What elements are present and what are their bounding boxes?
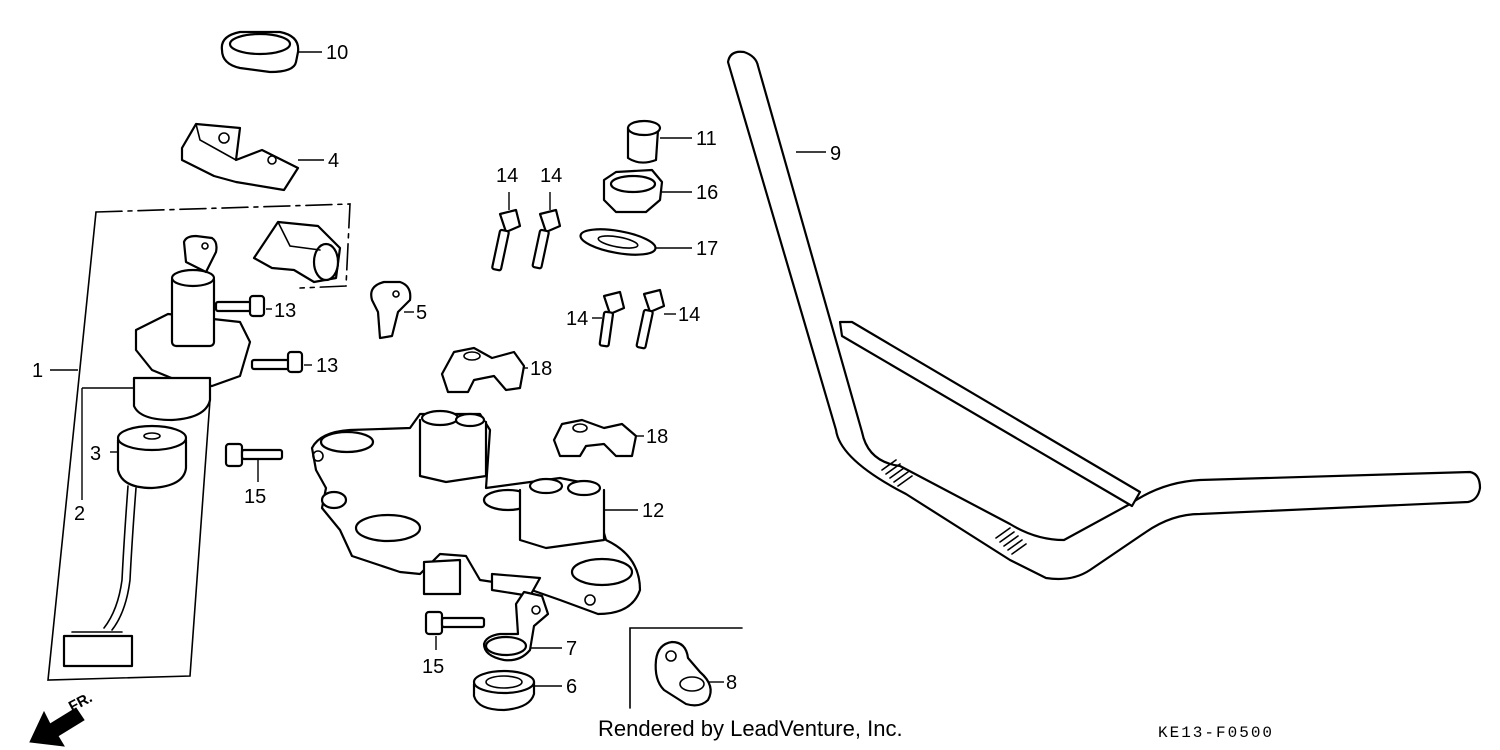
part-1-ignition-switch-assembly[interactable] [47,203,351,681]
callout-18-lower: 18 [646,426,668,448]
part-3-lock-cylinder[interactable] [62,424,188,668]
callout-7: 7 [566,638,577,660]
callout-5: 5 [416,302,427,324]
callout-14-a: 14 [496,165,518,187]
part-10-cap[interactable] [220,30,322,74]
callout-11: 11 [696,128,717,150]
part-18-holder-upper[interactable] [440,346,528,394]
callout-16: 16 [696,182,718,204]
callout-13-lower: 13 [316,355,338,377]
callout-12: 12 [642,500,664,522]
part-2-ignition-body[interactable] [81,234,252,500]
part-7-bracket[interactable] [482,590,562,662]
callout-17: 17 [696,238,718,260]
callout-4: 4 [328,150,339,172]
callout-14-c: 14 [566,308,588,330]
part-12-top-bridge[interactable] [310,409,642,616]
part-8-bracket[interactable] [629,627,743,709]
part-18-holder-lower[interactable] [552,418,644,458]
callout-18-upper: 18 [530,358,552,380]
callout-6: 6 [566,676,577,698]
part-13-screw-upper[interactable] [214,294,272,318]
callout-14-b: 14 [540,165,562,187]
part-4-bracket[interactable] [180,122,324,192]
part-5-key[interactable] [370,280,414,340]
callout-8: 8 [726,672,737,694]
part-9-handlebar[interactable] [726,50,1482,581]
part-13-screw-lower[interactable] [250,350,312,374]
callout-1: 1 [32,360,43,382]
part-11-cap[interactable] [626,119,692,164]
callout-10: 10 [326,42,348,64]
callout-15-lower: 15 [422,656,444,678]
part-14-bolt-d[interactable] [635,288,676,350]
callout-9: 9 [830,143,841,165]
part-6-bearing[interactable] [472,669,562,712]
handlebar-knurl-right [995,527,1027,555]
part-15-bolt-left[interactable] [224,442,284,482]
front-direction-arrow: FR. [29,689,95,747]
part-14-bolt-c[interactable] [592,290,626,348]
callout-15-left: 15 [244,486,266,508]
part-switch-housing[interactable] [252,220,342,284]
part-14-bolt-a[interactable] [491,192,522,272]
callout-14-d: 14 [678,304,700,326]
callout-2: 2 [74,503,85,525]
part-16-nut[interactable] [602,168,692,214]
diagram-code: KE13-F0500 [1158,724,1275,742]
part-14-bolt-b[interactable] [531,192,562,270]
part-15-bolt-lower[interactable] [424,610,486,650]
part-17-washer[interactable] [579,225,692,260]
render-credit: Rendered by LeadVenture, Inc. [598,716,903,741]
handlebar-knurl-left [881,459,913,487]
callout-13-upper: 13 [274,300,296,322]
callout-3: 3 [90,443,101,465]
